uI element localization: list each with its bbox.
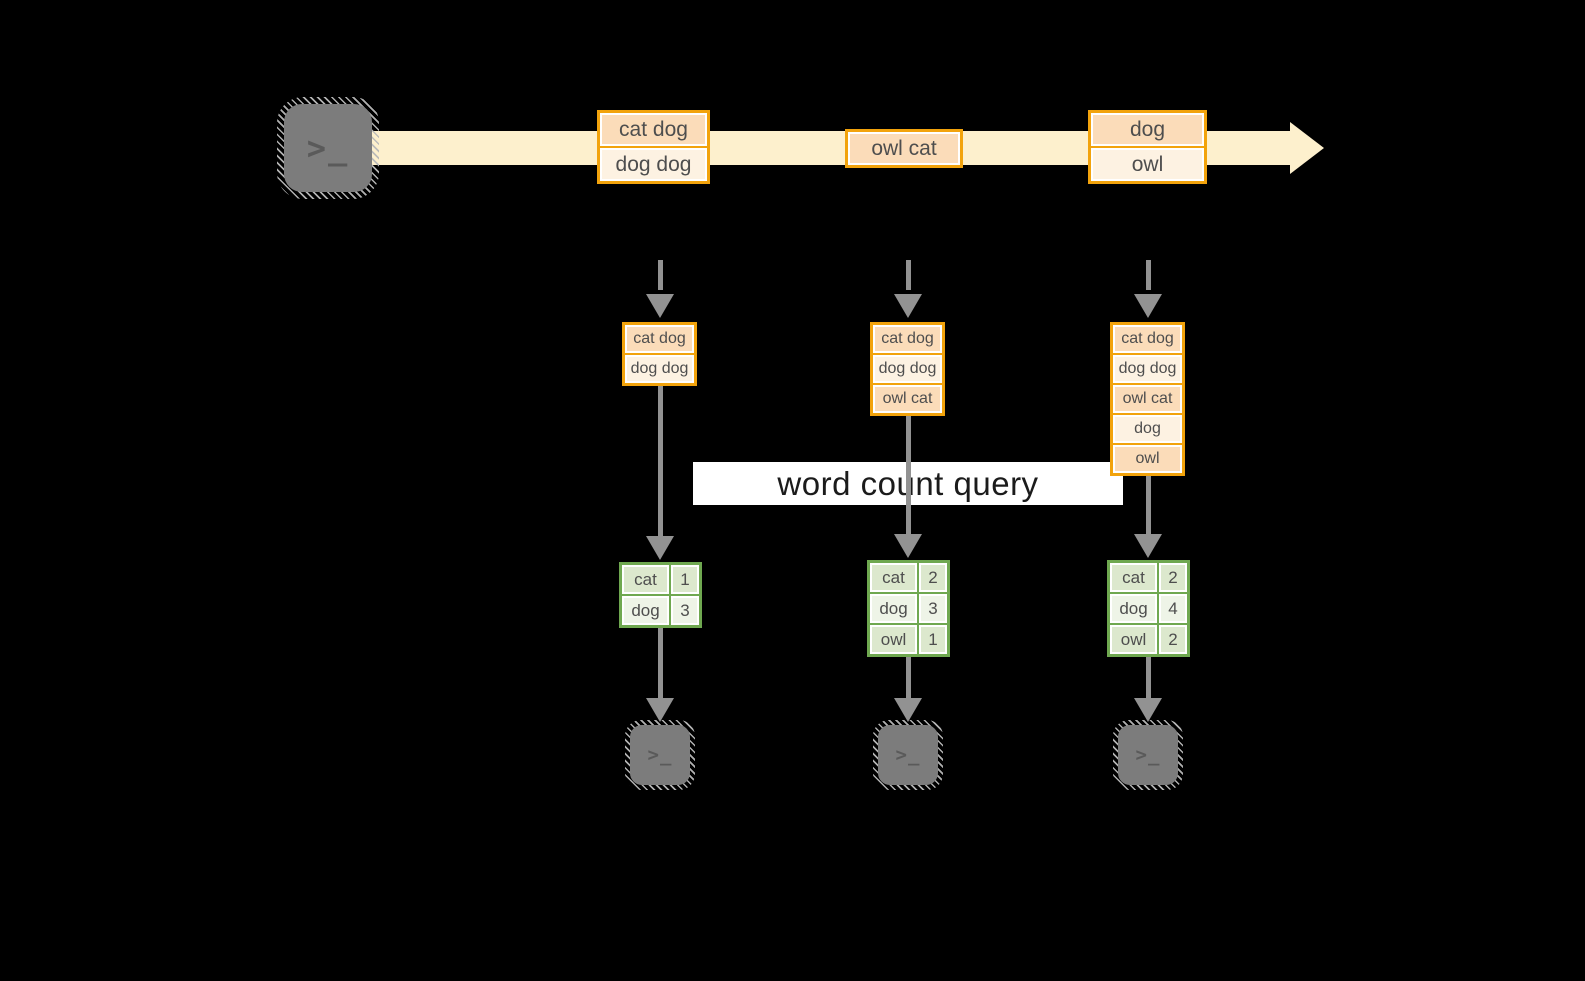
stream-cell: owl [1091,148,1204,181]
result-word: cat [622,565,669,594]
result-table-2: cat 2 dog 3 owl 1 [867,560,950,657]
terminal-prompt-glyph: >_ [895,744,921,766]
stream-cell: dog dog [600,148,707,181]
result-count: 2 [1159,625,1187,654]
result-table-1: cat 1 dog 3 [619,562,702,628]
query-arrow-line [658,386,663,538]
dashed-arrowhead-icon [646,294,674,318]
state-box-3: cat dog dog dog owl cat dog owl [1110,322,1185,476]
state-cell: dog dog [625,355,694,383]
stream-cell: cat dog [600,113,707,146]
output-arrowhead-icon [1134,698,1162,722]
result-count: 1 [919,625,947,654]
result-word: owl [1110,625,1157,654]
state-cell: cat dog [625,325,694,353]
output-terminal-icon: >_ [873,720,943,790]
query-arrowhead-icon [894,534,922,558]
state-cell: owl cat [1113,385,1182,413]
result-count: 2 [1159,563,1187,592]
output-terminal-icon: >_ [625,720,695,790]
query-arrowhead-icon [646,536,674,560]
terminal-prompt-glyph: >_ [306,129,350,167]
result-word: dog [1110,594,1157,623]
result-count: 4 [1159,594,1187,623]
result-count: 3 [919,594,947,623]
output-arrowhead-icon [894,698,922,722]
terminal-screen: >_ [878,725,938,785]
output-arrow-line [1146,655,1151,700]
result-table-3: cat 2 dog 4 owl 2 [1107,560,1190,657]
state-box-1: cat dog dog dog [622,322,697,386]
result-word: dog [870,594,917,623]
dashed-arrow-line [1146,260,1151,290]
result-word: owl [870,625,917,654]
output-arrow-line [658,626,663,700]
query-arrow-line [906,416,911,536]
query-arrowhead-icon [1134,534,1162,558]
state-cell: dog dog [873,355,942,383]
terminal-screen: >_ [1118,725,1178,785]
result-count: 3 [671,596,699,625]
dashed-arrow-line [658,260,663,290]
stream-cell: dog [1091,113,1204,146]
result-word: dog [622,596,669,625]
source-terminal-icon: >_ [277,97,379,199]
state-cell: cat dog [1113,325,1182,353]
state-cell: cat dog [873,325,942,353]
terminal-screen: >_ [630,725,690,785]
state-cell: dog dog [1113,355,1182,383]
state-cell: owl cat [873,385,942,413]
stream-batch-2: owl cat [845,129,963,168]
terminal-prompt-glyph: >_ [647,744,673,766]
query-arrow-line [1146,476,1151,536]
result-count: 1 [671,565,699,594]
output-terminal-icon: >_ [1113,720,1183,790]
state-box-2: cat dog dog dog owl cat [870,322,945,416]
stream-batch-1: cat dog dog dog [597,110,710,184]
dashed-arrowhead-icon [1134,294,1162,318]
output-arrow-line [906,655,911,700]
dashed-arrow-line [906,260,911,290]
terminal-screen: >_ [284,104,372,192]
dashed-arrowhead-icon [894,294,922,318]
state-cell: owl [1113,445,1182,473]
terminal-prompt-glyph: >_ [1135,744,1161,766]
result-count: 2 [919,563,947,592]
stream-cell: owl cat [848,132,960,165]
state-cell: dog [1113,415,1182,443]
result-word: cat [870,563,917,592]
stream-batch-3: dog owl [1088,110,1207,184]
output-arrowhead-icon [646,698,674,722]
result-word: cat [1110,563,1157,592]
stream-arrowhead-icon [1290,122,1324,174]
